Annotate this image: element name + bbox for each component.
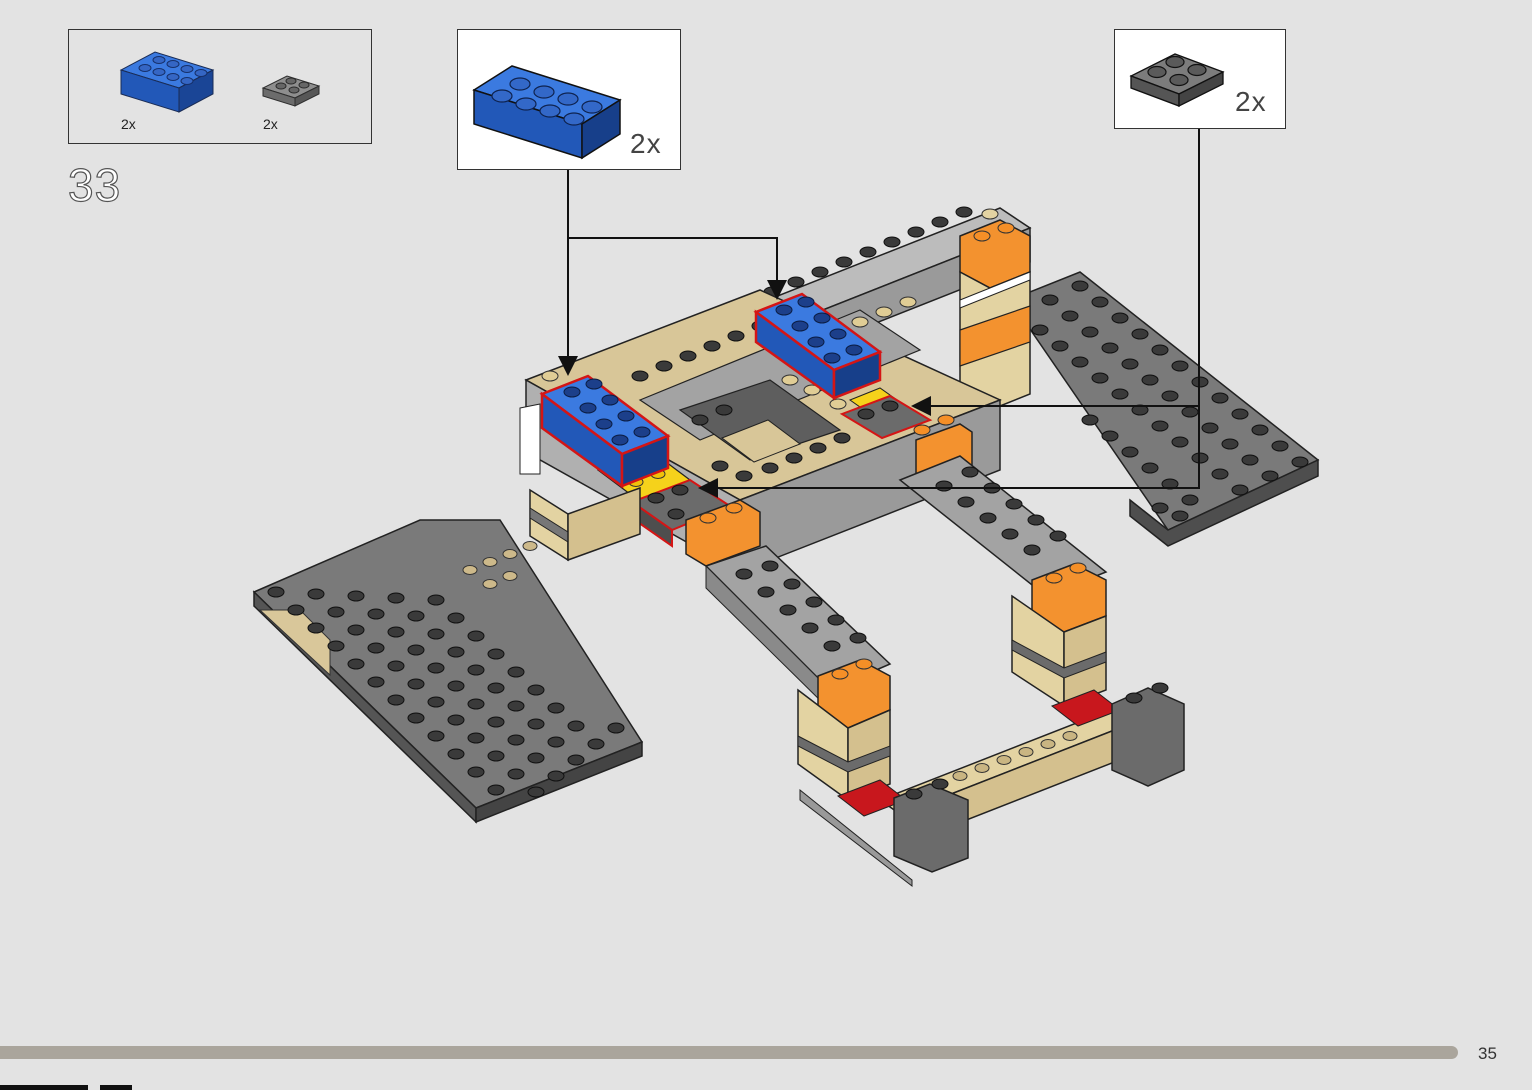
right-base-plate bbox=[1010, 272, 1318, 546]
front-right-column bbox=[1012, 563, 1106, 706]
page-number: 35 bbox=[1478, 1044, 1497, 1064]
back-right-column bbox=[960, 209, 1030, 410]
page-progress-bar bbox=[0, 1046, 1458, 1059]
corner-mark-right bbox=[100, 1085, 132, 1090]
left-base-plate bbox=[254, 520, 642, 822]
build-model-illustration bbox=[0, 0, 1532, 1040]
corner-mark-left bbox=[0, 1085, 88, 1090]
foot-right bbox=[1112, 683, 1184, 786]
left-support bbox=[530, 488, 640, 560]
